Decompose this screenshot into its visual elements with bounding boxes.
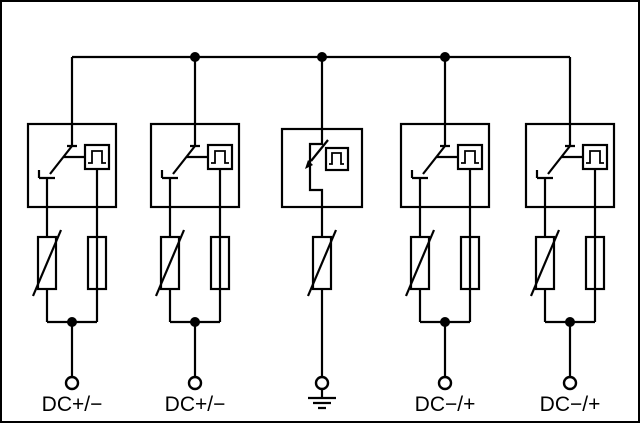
disconnector-box	[399, 122, 491, 209]
pulse-waveform-icon	[586, 150, 604, 164]
terminal-circle	[314, 375, 330, 391]
branch-3	[280, 57, 364, 410]
disconnector-box	[26, 122, 118, 209]
indicator-square	[456, 143, 484, 171]
terminal-circle	[562, 375, 578, 391]
terminal-label-5: DC−/+	[539, 393, 601, 416]
varistor-icon	[404, 229, 436, 297]
pulse-waveform-icon	[461, 150, 479, 164]
branch-5	[524, 57, 616, 391]
spark-gap-box	[280, 127, 364, 209]
terminal-circle	[187, 375, 203, 391]
junction-dot	[565, 317, 575, 327]
terminal-circle	[437, 375, 453, 391]
fuse-icon	[459, 235, 481, 291]
branch-conductor	[535, 57, 597, 377]
spark-gap-trigger-arrow-icon	[305, 139, 329, 169]
varistor-icon	[306, 229, 338, 297]
terminal-label-4: DC−/+	[414, 393, 476, 416]
fuse-icon	[86, 235, 108, 291]
branch-conductor	[37, 57, 99, 377]
branch-conductor	[160, 57, 222, 377]
fuse-icon	[584, 235, 606, 291]
varistor-icon	[529, 229, 561, 297]
terminal-circle	[64, 375, 80, 391]
indicator-square	[324, 146, 350, 172]
terminal-label-2: DC+/−	[164, 393, 226, 416]
ground-icon	[308, 389, 336, 410]
fuse-icon	[209, 235, 231, 291]
terminal-label-1: DC+/−	[41, 393, 103, 416]
disconnector-box	[149, 122, 241, 209]
branch-4	[399, 57, 491, 391]
junction-dot	[190, 317, 200, 327]
indicator-square	[581, 143, 609, 171]
branch-2	[149, 57, 241, 391]
junction-dot	[440, 317, 450, 327]
disconnector-box	[524, 122, 616, 209]
branch-conductor	[410, 57, 472, 377]
varistor-icon	[31, 229, 63, 297]
pulse-waveform-icon	[329, 152, 344, 165]
branch-1	[26, 57, 118, 391]
junction-dot	[67, 317, 77, 327]
branch-conductor	[308, 57, 324, 377]
indicator-square	[206, 143, 234, 171]
pulse-waveform-icon	[211, 150, 229, 164]
varistor-icon	[154, 229, 186, 297]
indicator-square	[83, 143, 111, 171]
pulse-waveform-icon	[88, 150, 106, 164]
